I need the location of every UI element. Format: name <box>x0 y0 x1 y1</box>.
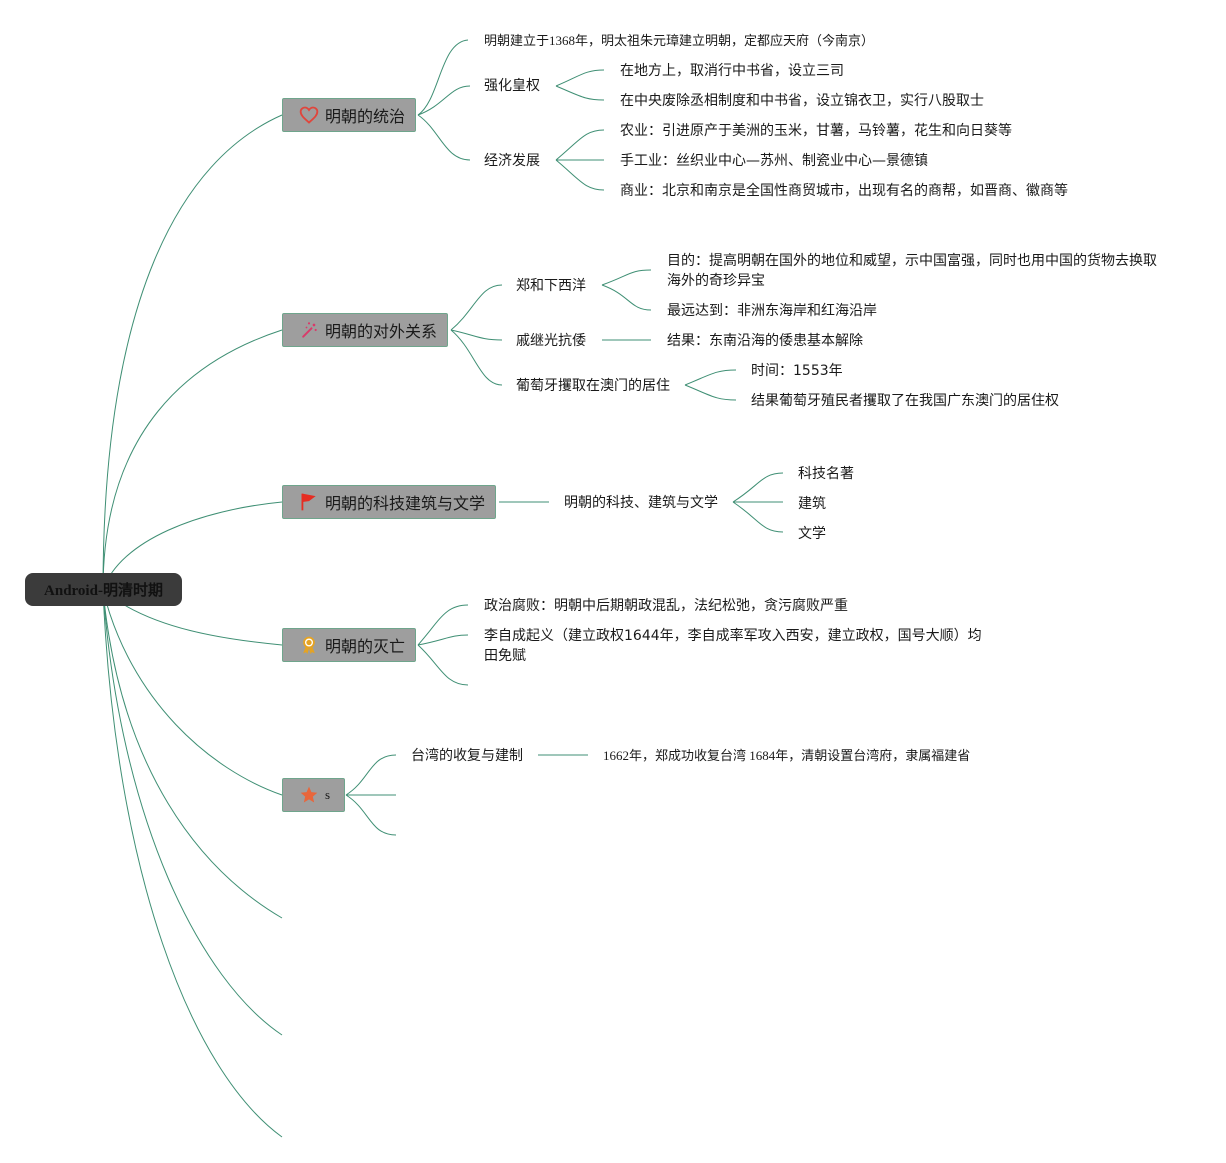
branch-label: 明朝的对外关系 <box>325 322 438 341</box>
topic-text[interactable]: 时间：1553年 <box>751 363 843 379</box>
link-root-b3 <box>102 501 283 591</box>
topic-text[interactable]: 在中央废除丞相制度和中书省，设立锦衣卫，实行八股取士 <box>620 93 984 109</box>
topic-text[interactable]: 商业：北京和南京是全国性商贸城市，出现有名的商帮，如晋商、徽商等 <box>620 183 1068 199</box>
topic-text[interactable]: 明朝的科技、建筑与文学 <box>564 495 718 511</box>
branch-node-science[interactable]: 明朝的科技建筑与文学 <box>282 485 497 519</box>
topic-text[interactable]: 葡萄牙攫取在澳门的居住 <box>516 378 670 394</box>
link-root-b5 <box>102 589 283 796</box>
topic-text[interactable]: 文学 <box>798 526 826 542</box>
topic-text[interactable]: 强化皇权 <box>484 78 540 94</box>
flag-icon <box>299 492 319 512</box>
topic-text[interactable]: 台湾的收复与建制 <box>411 748 523 764</box>
link-root-empty1 <box>102 589 283 919</box>
topic-text[interactable]: 手工业：丝织业中心—苏州、制瓷业中心—景德镇 <box>620 153 928 169</box>
branch-label: 明朝的统治 <box>325 107 406 126</box>
branch-label: s <box>325 787 331 802</box>
link-root-empty2 <box>102 589 283 1036</box>
branch-node-foreign[interactable]: 明朝的对外关系 <box>282 313 449 347</box>
topic-text[interactable]: 科技名著 <box>798 466 854 482</box>
topic-text[interactable]: 经济发展 <box>484 153 540 169</box>
topic-text[interactable]: 结果：东南沿海的倭患基本解除 <box>667 333 863 349</box>
link-root-empty3 <box>102 589 283 1138</box>
branch-node-fall[interactable]: 明朝的灭亡 <box>282 628 417 662</box>
topic-text[interactable]: 郑和下西洋 <box>516 278 586 294</box>
link-root-b2 <box>102 329 283 591</box>
root-node[interactable]: Android-明清时期 <box>25 573 182 606</box>
topic-text[interactable]: 明朝建立于1368年，明太祖朱元璋建立明朝，定都应天府（今南京） <box>484 33 875 48</box>
topic-text[interactable]: 农业：引进原产于美洲的玉米，甘薯，马铃薯，花生和向日葵等 <box>620 123 1012 139</box>
topic-text[interactable]: 李自成起义（建立政权1644年，李自成率军攻入西安，建立政权，国号大顺）均田免赋 <box>484 628 982 664</box>
root-label: Android-明清时期 <box>44 583 163 599</box>
magic-wand-icon <box>299 320 319 340</box>
topic-text[interactable]: 最远达到：非洲东海岸和红海沿岸 <box>667 303 877 319</box>
heart-icon <box>299 105 319 125</box>
award-icon <box>299 635 319 655</box>
topic-text[interactable]: 1662年，郑成功收复台湾 1684年，清朝设置台湾府，隶属福建省 <box>603 748 971 763</box>
topic-text[interactable]: 在地方上，取消行中书省，设立三司 <box>620 63 844 79</box>
link-root-b1 <box>102 114 283 591</box>
topic-text[interactable]: 目的：提高明朝在国外的地位和威望，示中国富强，同时也用中国的货物去换取海外的奇珍… <box>667 253 1157 289</box>
branch-node-s[interactable]: s <box>282 778 346 812</box>
star-icon <box>299 785 319 805</box>
topic-text[interactable]: 建筑 <box>798 496 826 512</box>
branch-label: 明朝的灭亡 <box>325 637 406 656</box>
topic-text[interactable]: 结果葡萄牙殖民者攫取了在我国广东澳门的居住权 <box>751 393 1059 409</box>
topic-text[interactable]: 戚继光抗倭 <box>516 333 586 349</box>
branch-node-rule[interactable]: 明朝的统治 <box>282 98 417 132</box>
topic-text[interactable]: 政治腐败：明朝中后期朝政混乱，法纪松弛，贪污腐败严重 <box>484 598 848 614</box>
branch-label: 明朝的科技建筑与文学 <box>325 494 486 513</box>
